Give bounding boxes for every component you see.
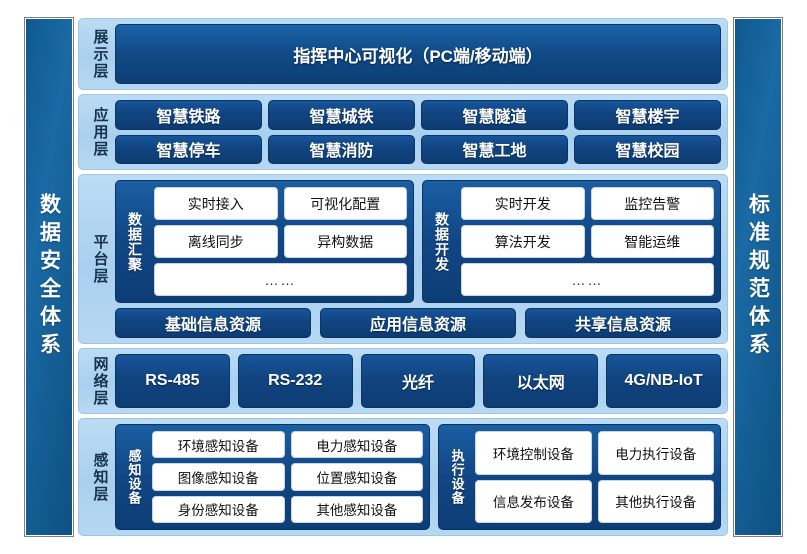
layer-application-label: 应用层 — [91, 106, 109, 158]
actuator-devices-label-wrap: 执行设备 — [445, 431, 469, 523]
app-item-smart-building[interactable]: 智慧楼宇 — [574, 100, 721, 130]
layer-platform-label-wrap: 平台层 — [85, 180, 115, 338]
resource-basic-information[interactable]: 基础信息资源 — [115, 308, 311, 338]
cell-identity-sensing-device[interactable]: 身份感知设备 — [152, 495, 285, 523]
cell-offline-sync[interactable]: 离线同步 — [154, 225, 278, 258]
network-item-4g-nbiot[interactable]: 4G/NB-IoT — [606, 354, 721, 408]
left-pillar-label: 数据安全体系 — [37, 193, 61, 361]
perception-group-actuator-devices: 执行设备 环境控制设备 电力执行设备 信息发布设备 其他执行设备 — [438, 424, 721, 530]
layer-perception-label-wrap: 感知层 — [85, 424, 115, 530]
app-item-smart-parking[interactable]: 智慧停车 — [115, 134, 262, 164]
cell-other-sensing-device[interactable]: 其他感知设备 — [290, 495, 424, 523]
layer-application: 应用层 智慧铁路 智慧城铁 智慧隧道 智慧楼宇 智慧停车 智慧消防 智慧工地 智… — [78, 94, 728, 170]
layer-perception-label: 感知层 — [91, 451, 109, 503]
network-item-rs485[interactable]: RS-485 — [115, 354, 230, 408]
sensing-devices-row-2: 图像感知设备 位置感知设备 — [152, 463, 424, 491]
network-item-ethernet[interactable]: 以太网 — [483, 354, 599, 408]
layer-display-label: 展示层 — [91, 28, 109, 80]
sensing-devices-row-3: 身份感知设备 其他感知设备 — [152, 495, 424, 523]
cell-monitoring-alarm[interactable]: 监控告警 — [590, 187, 714, 220]
sensing-devices-label: 感知设备 — [126, 449, 142, 505]
cell-intelligent-operations[interactable]: 智能运维 — [590, 225, 714, 258]
app-item-smart-metro[interactable]: 智慧城铁 — [268, 100, 415, 130]
layer-perception: 感知层 感知设备 环境感知设备 电力感知设备 — [78, 418, 728, 536]
data-aggregation-label-wrap: 数据汇聚 — [122, 187, 148, 296]
data-aggregation-row-3: …… — [154, 263, 407, 296]
sensing-devices-cells: 环境感知设备 电力感知设备 图像感知设备 位置感知设备 身份感知设备 其他感知设… — [152, 431, 424, 523]
app-item-smart-tunnel[interactable]: 智慧隧道 — [421, 100, 568, 130]
cell-environment-sensing-device[interactable]: 环境感知设备 — [152, 431, 285, 459]
data-aggregation-label: 数据汇聚 — [127, 211, 143, 272]
layer-network-body: RS-485 RS-232 光纤 以太网 4G/NB-IoT — [115, 354, 721, 408]
resource-shared-information[interactable]: 共享信息资源 — [525, 308, 721, 338]
cell-information-release-device[interactable]: 信息发布设备 — [475, 479, 592, 523]
layer-network-label-wrap: 网络层 — [85, 354, 115, 408]
perception-groups: 感知设备 环境感知设备 电力感知设备 图像感知设备 位置感知设备 — [115, 424, 721, 530]
platform-groups: 数据汇聚 实时接入 可视化配置 离线同步 异构数据 — [115, 180, 721, 303]
layer-application-body: 智慧铁路 智慧城铁 智慧隧道 智慧楼宇 智慧停车 智慧消防 智慧工地 智慧校园 — [115, 100, 721, 164]
network-item-fiber[interactable]: 光纤 — [360, 354, 476, 408]
data-aggregation-row-2: 离线同步 异构数据 — [154, 225, 407, 258]
network-items: RS-485 RS-232 光纤 以太网 4G/NB-IoT — [115, 354, 721, 408]
cell-location-sensing-device[interactable]: 位置感知设备 — [290, 463, 424, 491]
layer-network: 网络层 RS-485 RS-232 光纤 以太网 4G/NB-IoT — [78, 348, 728, 414]
actuator-devices-label: 执行设备 — [449, 449, 465, 505]
cell-realtime-development[interactable]: 实时开发 — [461, 187, 585, 220]
right-pillar-standard-specification: 标准规范体系 — [733, 17, 783, 537]
app-item-smart-construction[interactable]: 智慧工地 — [421, 134, 568, 164]
cell-other-actuator-device[interactable]: 其他执行设备 — [597, 479, 714, 523]
layer-platform-body: 数据汇聚 实时接入 可视化配置 离线同步 异构数据 — [115, 180, 721, 338]
platform-group-data-development: 数据开发 实时开发 监控告警 算法开发 智能运维 — [422, 180, 721, 303]
cell-environment-control-device[interactable]: 环境控制设备 — [475, 431, 592, 475]
network-item-rs232[interactable]: RS-232 — [237, 354, 353, 408]
app-item-smart-railway[interactable]: 智慧铁路 — [115, 100, 262, 130]
platform-information-resources: 基础信息资源 应用信息资源 共享信息资源 — [115, 308, 721, 338]
layer-display-label-wrap: 展示层 — [85, 24, 115, 84]
sensing-devices-row-1: 环境感知设备 电力感知设备 — [152, 431, 424, 459]
cell-realtime-ingest[interactable]: 实时接入 — [154, 187, 278, 220]
layer-application-label-wrap: 应用层 — [85, 100, 115, 164]
data-development-label: 数据开发 — [434, 211, 450, 272]
right-pillar-label: 标准规范体系 — [746, 193, 770, 361]
layer-network-label: 网络层 — [91, 355, 109, 407]
app-item-smart-campus[interactable]: 智慧校园 — [574, 134, 721, 164]
layer-display: 展示层 指挥中心可视化（PC端/移动端） — [78, 18, 728, 90]
layer-perception-body: 感知设备 环境感知设备 电力感知设备 图像感知设备 位置感知设备 — [115, 424, 721, 530]
cell-algorithm-development[interactable]: 算法开发 — [461, 225, 585, 258]
cell-heterogeneous-data[interactable]: 异构数据 — [283, 225, 407, 258]
perception-group-sensing-devices: 感知设备 环境感知设备 电力感知设备 图像感知设备 位置感知设备 — [115, 424, 431, 530]
platform-group-data-aggregation: 数据汇聚 实时接入 可视化配置 离线同步 异构数据 — [115, 180, 414, 303]
data-aggregation-cells: 实时接入 可视化配置 离线同步 异构数据 …… — [154, 187, 407, 296]
cell-power-actuator-device[interactable]: 电力执行设备 — [597, 431, 714, 475]
data-development-row-2: 算法开发 智能运维 — [461, 225, 714, 258]
data-aggregation-row-1: 实时接入 可视化配置 — [154, 187, 407, 220]
layer-display-body: 指挥中心可视化（PC端/移动端） — [115, 24, 721, 84]
cell-data-aggregation-ellipsis: …… — [154, 263, 407, 296]
cell-visual-configuration[interactable]: 可视化配置 — [283, 187, 407, 220]
application-row-2: 智慧停车 智慧消防 智慧工地 智慧校园 — [115, 134, 721, 164]
left-pillar-data-security: 数据安全体系 — [24, 17, 74, 537]
command-center-visualization-bar[interactable]: 指挥中心可视化（PC端/移动端） — [115, 24, 721, 84]
data-development-row-1: 实时开发 监控告警 — [461, 187, 714, 220]
cell-data-development-ellipsis: …… — [461, 263, 714, 296]
data-development-row-3: …… — [461, 263, 714, 296]
layer-platform-label: 平台层 — [91, 233, 109, 285]
app-item-smart-firefighting[interactable]: 智慧消防 — [268, 134, 415, 164]
sensing-devices-label-wrap: 感知设备 — [122, 431, 146, 523]
application-row-1: 智慧铁路 智慧城铁 智慧隧道 智慧楼宇 — [115, 100, 721, 130]
actuator-devices-row-2: 信息发布设备 其他执行设备 — [475, 479, 714, 523]
data-development-cells: 实时开发 监控告警 算法开发 智能运维 …… — [461, 187, 714, 296]
layer-platform: 平台层 数据汇聚 实时接入 可视化配置 — [78, 174, 728, 344]
data-development-label-wrap: 数据开发 — [429, 187, 455, 296]
actuator-devices-cells: 环境控制设备 电力执行设备 信息发布设备 其他执行设备 — [475, 431, 714, 523]
resource-application-information[interactable]: 应用信息资源 — [320, 308, 516, 338]
actuator-devices-row-1: 环境控制设备 电力执行设备 — [475, 431, 714, 475]
cell-image-sensing-device[interactable]: 图像感知设备 — [152, 463, 285, 491]
cell-power-sensing-device[interactable]: 电力感知设备 — [290, 431, 424, 459]
layer-stack: 展示层 指挥中心可视化（PC端/移动端） 应用层 智慧铁路 智慧城铁 智慧隧道 … — [78, 18, 728, 536]
